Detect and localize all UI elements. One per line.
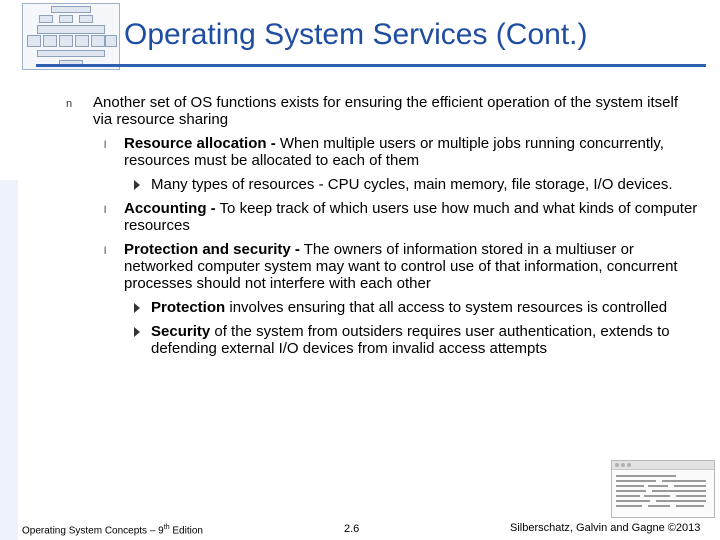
dot-bullet-icon: l (104, 246, 107, 257)
bullet-text: involves ensuring that all access to sys… (225, 299, 668, 316)
bullet-text: When multiple users or multiple jobs run… (124, 135, 664, 169)
dot-bullet-icon: l (104, 140, 107, 151)
bullet-text: Many types of resources - CPU cycles, ma… (151, 176, 673, 193)
bullet-term: Protection and security - (124, 241, 300, 258)
bullet-text: of the system from outsiders requires us… (151, 323, 670, 357)
arrow-bullet-icon (134, 303, 140, 313)
bullet-protection-security: l Protection and security - The owners o… (60, 241, 700, 292)
bullet-term: Accounting - (124, 200, 216, 217)
bullet-protection: Protection involves ensuring that all ac… (60, 299, 700, 316)
side-decoration-bar (0, 180, 18, 540)
arrow-bullet-icon (134, 327, 140, 337)
bullet-text: To keep track of which users use how muc… (124, 200, 698, 234)
footer-book-title: Operating System Concepts – 9th Edition (22, 524, 203, 537)
bullet-text: The owners of information stored in a mu… (124, 241, 678, 292)
slide-content: n Another set of OS functions exists for… (60, 94, 700, 364)
bullet-term: Protection (151, 299, 226, 316)
header-area (0, 0, 720, 72)
bullet-intro: n Another set of OS functions exists for… (60, 94, 700, 128)
title-underline (36, 64, 706, 67)
bullet-resource-allocation: l Resource allocation - When multiple us… (60, 135, 700, 169)
bullet-security: Security of the system from outsiders re… (60, 323, 700, 357)
slide-title: Operating System Services (Cont.) (124, 18, 588, 51)
diagram-thumbnail-icon (22, 3, 120, 70)
bullet-term: Security (151, 323, 211, 340)
bullet-text: Another set of OS functions exists for e… (93, 94, 679, 128)
dot-bullet-icon: l (104, 205, 107, 216)
square-bullet-icon: n (66, 98, 73, 110)
bullet-resource-types: Many types of resources - CPU cycles, ma… (60, 176, 700, 193)
page-number: 2.6 (344, 523, 360, 535)
bullet-accounting: l Accounting - To keep track of which us… (60, 200, 700, 234)
arrow-bullet-icon (134, 180, 140, 190)
bullet-term: Resource allocation - (124, 135, 276, 152)
terminal-screenshot-icon (611, 460, 715, 518)
footer-authors: Silberschatz, Galvin and Gagne ©2013 (510, 522, 701, 534)
